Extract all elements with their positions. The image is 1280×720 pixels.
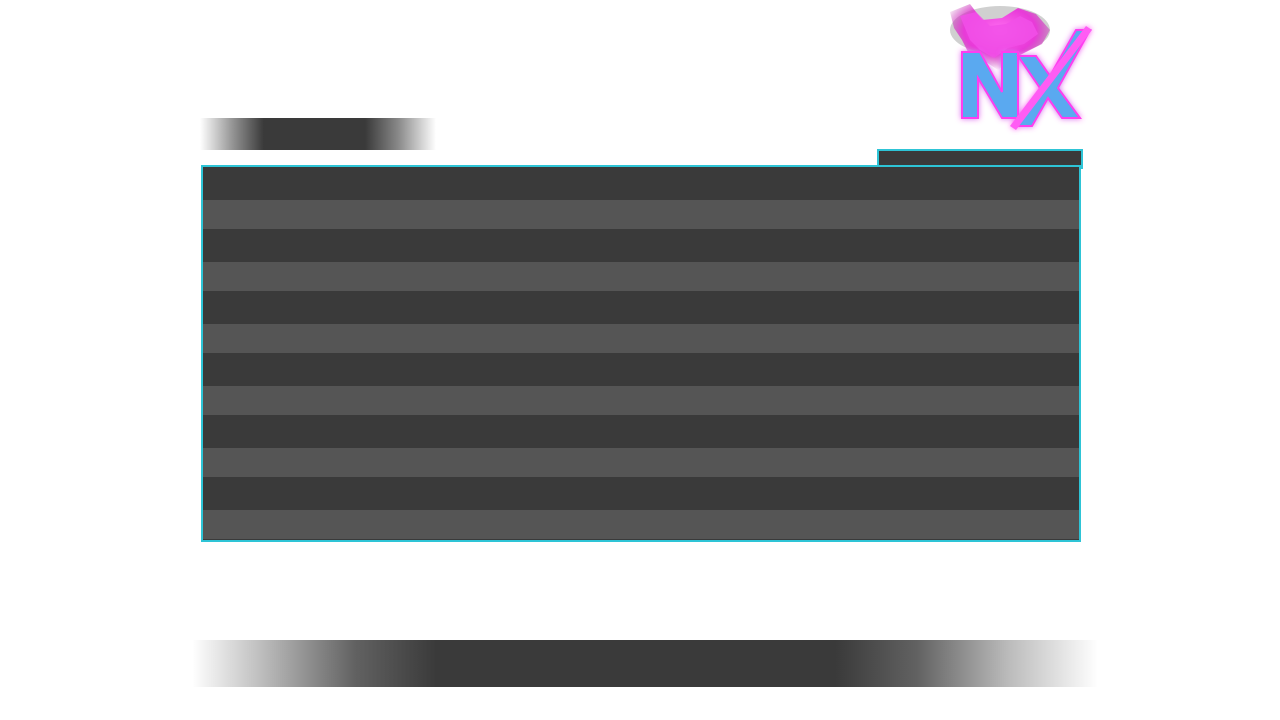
panel-corner-tab[interactable]: [877, 149, 1083, 169]
list-row[interactable]: [203, 229, 1079, 262]
list-row[interactable]: [203, 477, 1079, 510]
footer-bar: [192, 640, 1098, 687]
nx-logo-icon: [950, 4, 1092, 130]
list-row[interactable]: [203, 262, 1079, 291]
list-panel: [201, 165, 1081, 542]
list-row[interactable]: [203, 291, 1079, 324]
list-row[interactable]: [203, 324, 1079, 353]
list-row[interactable]: [203, 200, 1079, 229]
list-row[interactable]: [203, 353, 1079, 386]
title-banner: [200, 118, 436, 150]
list-row[interactable]: [203, 510, 1079, 539]
list-row[interactable]: [203, 415, 1079, 448]
list-row[interactable]: [203, 386, 1079, 415]
list-row[interactable]: [203, 448, 1079, 477]
list-row[interactable]: [203, 167, 1079, 200]
